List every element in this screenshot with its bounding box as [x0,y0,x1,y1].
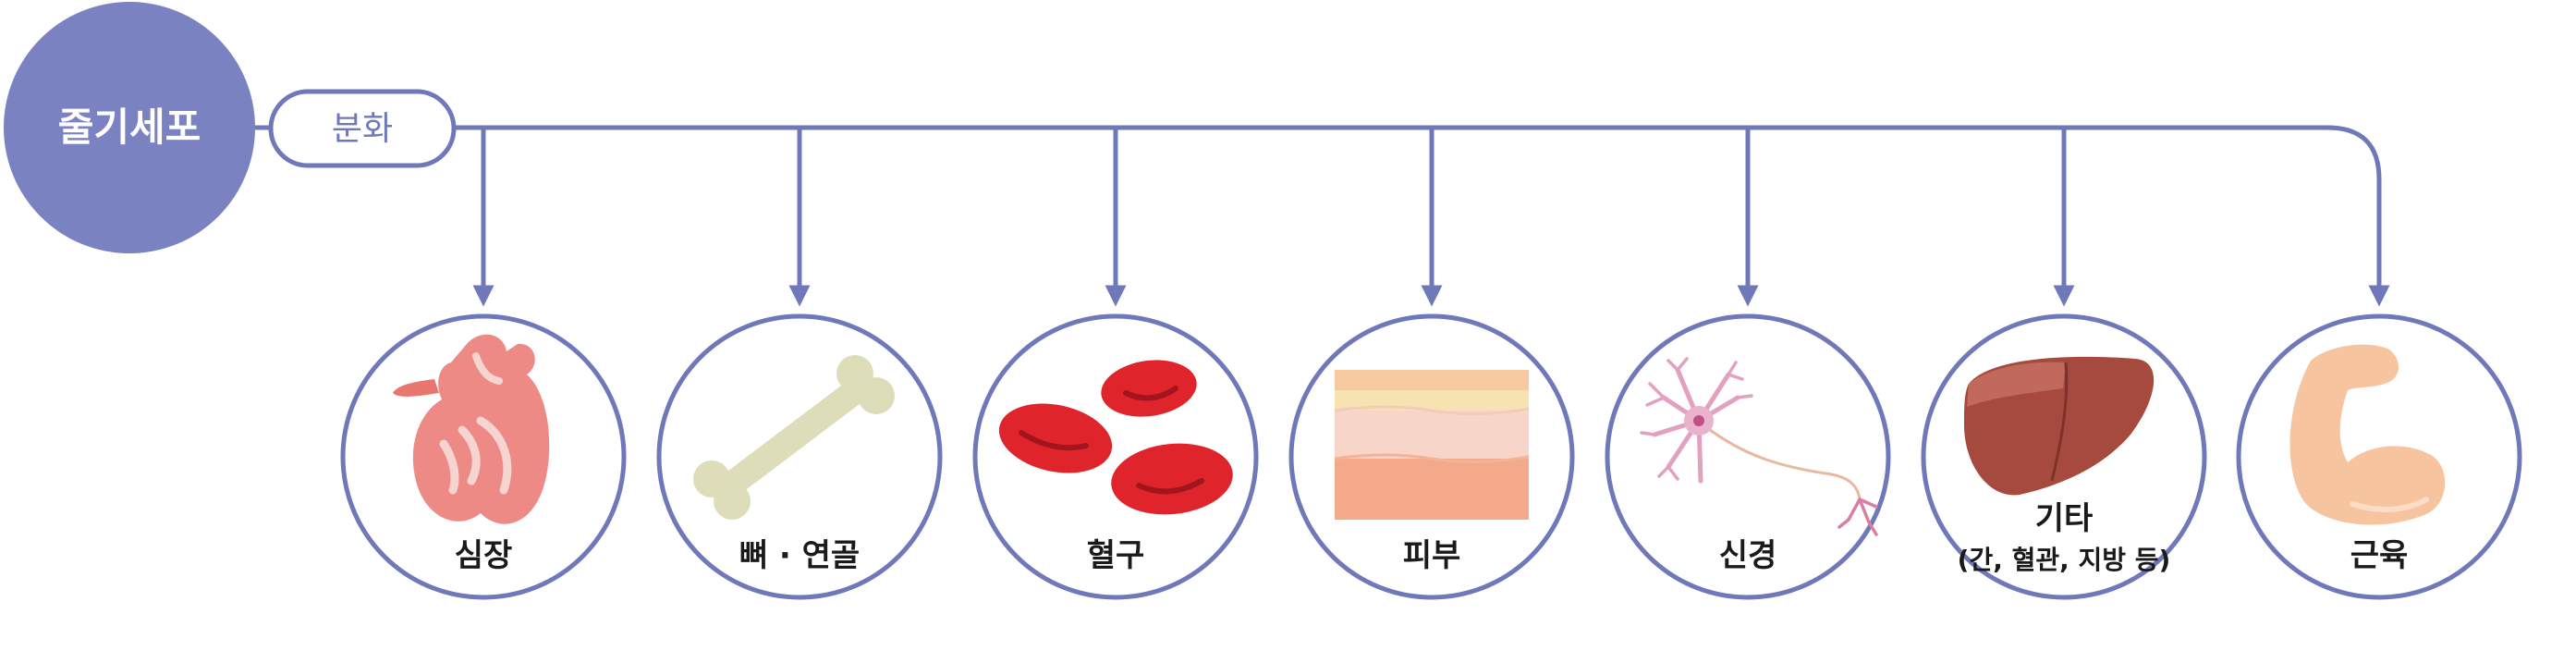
differentiation-pill: 분화 [268,89,457,168]
target-bone-label: 뼈 · 연골 [739,537,860,574]
target-nerve-label: 신경 [1719,537,1777,574]
target-other-label: 기타 [2035,500,2094,537]
target-muscle-label: 근육 [2350,537,2409,574]
target-bone: 뼈 · 연골 [656,313,943,600]
skin-layers-icon [1334,370,1530,520]
target-muscle: 근육 [2236,313,2522,600]
target-heart-label: 심장 [455,537,513,574]
target-other: 기타 (간, 혈관, 지방 등) [1921,313,2207,600]
target-skin-label: 피부 [1403,537,1461,574]
target-blood-label: 혈구 [1087,537,1145,574]
target-heart: 심장 [340,313,627,600]
blood-cells-icon [998,360,1233,515]
muscle-arm-icon [2289,344,2446,525]
target-other-sublabel: (간, 혈관, 지방 등) [1958,545,2171,575]
main-branch-line [454,125,2390,307]
stem-cell-node: 줄기세포 [4,2,255,253]
target-nerve: 신경 [1605,313,1891,600]
bone-icon [693,355,895,520]
heart-icon [393,334,550,524]
stem-cell-label: 줄기세포 [58,104,201,150]
target-skin: 피부 [1288,313,1575,600]
neuron-icon [1640,357,1878,536]
target-blood: 혈구 [972,313,1259,600]
branch-arrows [472,128,2075,307]
differentiation-label: 분화 [332,110,393,148]
liver-icon [1964,356,2155,496]
